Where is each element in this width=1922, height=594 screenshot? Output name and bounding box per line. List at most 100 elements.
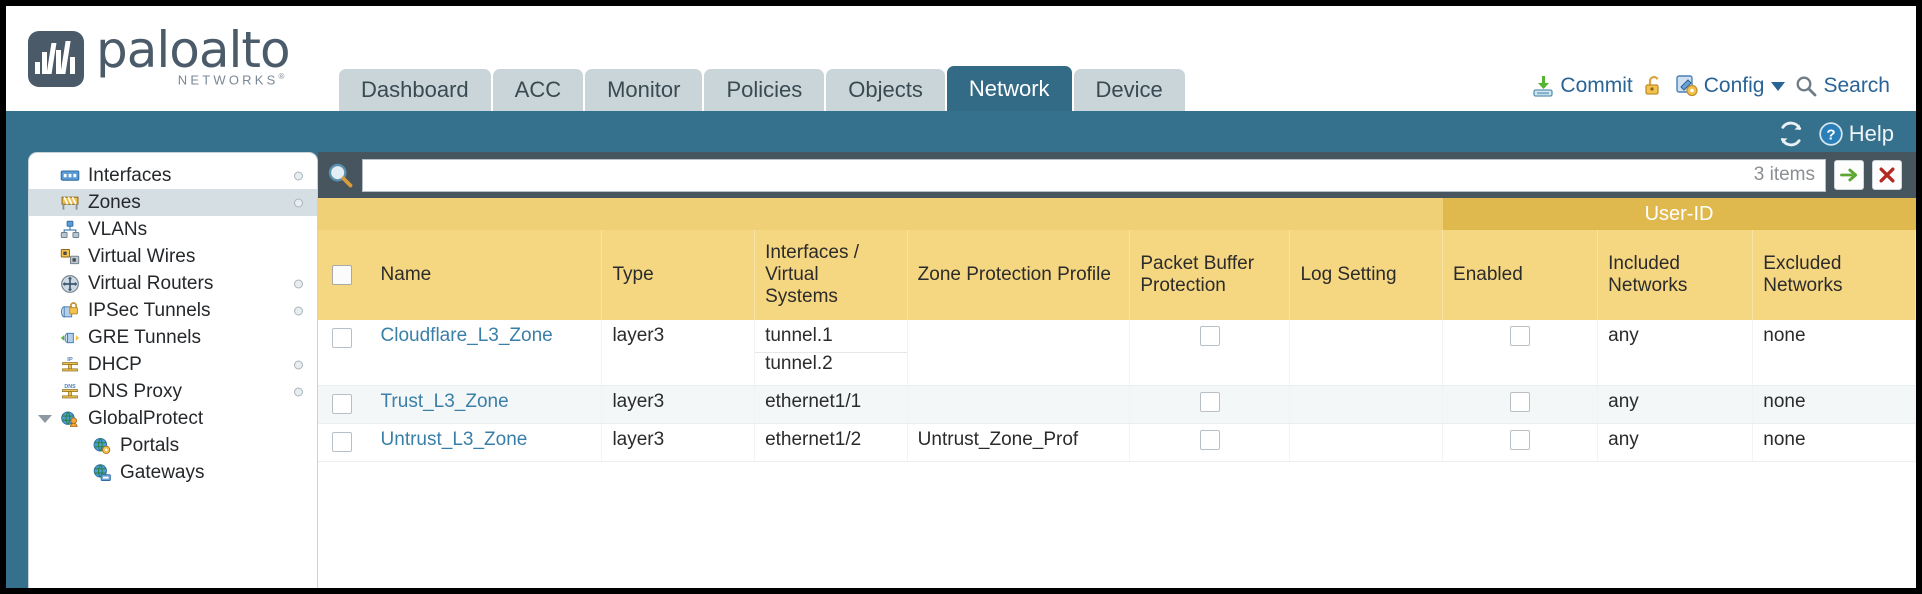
packet-buffer-checkbox[interactable] [1199,391,1220,412]
row-select-checkbox[interactable] [332,431,352,452]
sidebar-item-label: GRE Tunnels [88,327,201,348]
column-header-type[interactable]: Type [601,230,756,320]
cell-log-setting [1289,423,1444,462]
column-header-packet-buffer[interactable]: Packet Buffer Protection [1129,230,1291,320]
apply-filter-button[interactable] [1834,160,1864,190]
brand-name: paloalto [96,21,291,79]
cell-type: layer3 [601,320,756,386]
commit-label: Commit [1560,74,1633,97]
cell-zone-protection [907,320,1131,386]
user-id-enabled-checkbox[interactable] [1510,391,1531,412]
cell-type: layer3 [601,423,756,462]
table-row[interactable]: Trust_L3_Zone layer3 ethernet1/1 [318,385,1916,424]
cell-interfaces: ethernet1/2 [754,423,908,462]
unlock-icon[interactable] [1642,74,1666,98]
table-row[interactable]: Untrust_L3_Zone layer3 ethernet1/2 Untru… [318,423,1916,462]
gre-tunnels-icon [60,332,80,343]
user-id-enabled-checkbox[interactable] [1510,429,1531,450]
magnifier-icon[interactable] [326,161,354,189]
tab-network[interactable]: Network [946,66,1072,111]
user-id-enabled-checkbox[interactable] [1510,325,1531,346]
help-label: Help [1848,121,1894,146]
sidebar-item-label: Virtual Wires [88,246,196,267]
sidebar-item-vlans[interactable]: VLANs [29,216,317,243]
tab-device[interactable]: Device [1073,69,1185,111]
sidebar-item-label: GlobalProtect [88,408,204,429]
sidebar-item-gre-tunnels[interactable]: GRE Tunnels [29,324,317,351]
packet-buffer-checkbox[interactable] [1199,429,1220,450]
sidebar-item-dns-proxy[interactable]: DNS DNS Proxy [29,378,317,405]
zone-name-link[interactable]: Untrust_L3_Zone [380,429,528,450]
paloalto-logo-mark-icon [28,31,84,88]
row-select-cell [318,385,371,424]
search-input[interactable] [373,164,1744,186]
virtual-wires-icon [60,248,80,264]
search-button[interactable]: Search [1794,74,1890,98]
content-panel: 3 items [318,152,1916,588]
svg-text:?: ? [1826,127,1835,144]
sidebar-status-dot [294,306,303,315]
tab-objects[interactable]: Objects [826,69,945,111]
config-dropdown[interactable]: Config [1675,74,1786,98]
sidebar-item-label: DHCP [88,354,142,375]
cell-interfaces: ethernet1/1 [754,385,908,424]
clear-filter-button[interactable] [1872,160,1902,190]
column-header-included[interactable]: Included Networks [1597,230,1754,320]
sidebar-item-virtual-routers[interactable]: Virtual Routers [29,270,317,297]
sidebar-item-label: Interfaces [88,165,172,186]
sidebar-item-label: Portals [120,435,180,456]
cell-packet-buffer [1129,385,1291,424]
item-count-label: 3 items [1753,164,1815,185]
column-header-excluded[interactable]: Excluded Networks [1752,230,1916,320]
row-select-cell [318,320,371,386]
commit-button[interactable]: Commit [1531,74,1633,98]
dns-proxy-icon: DNS [62,384,78,398]
column-header-name[interactable]: Name [370,230,603,320]
tab-monitor[interactable]: Monitor [585,69,703,111]
help-button[interactable]: ? Help [1818,121,1894,147]
sidebar-item-virtual-wires[interactable]: Virtual Wires [29,243,317,270]
cell-included-networks: any [1597,385,1754,424]
cell-user-id-enabled [1442,385,1599,424]
zone-name-link[interactable]: Trust_L3_Zone [380,391,509,412]
sidebar-item-zones[interactable]: Zones [29,189,317,216]
zones-table-wrapper: User-ID Name Type Interfaces / Virtual S… [318,198,1916,588]
tab-dashboard[interactable]: Dashboard [339,69,491,111]
tab-policies[interactable]: Policies [704,69,825,111]
column-header-interfaces[interactable]: Interfaces / Virtual Systems [754,230,908,320]
sub-header-actions: ? Help [1778,121,1894,147]
interface-entry: tunnel.1 [755,320,907,353]
sidebar-item-dhcp[interactable]: IP DHCP [29,351,317,378]
sidebar-item-gateways[interactable]: Gateways [29,459,317,486]
green-arrow-icon [1840,168,1858,182]
sidebar-item-label: DNS Proxy [88,381,182,402]
chevron-down-icon[interactable] [38,414,52,423]
table-row[interactable]: Cloudflare_L3_Zone layer3 tunnel.1 tunne… [318,320,1916,386]
sidebar-item-interfaces[interactable]: Interfaces [29,162,317,189]
column-header-zone-protection[interactable]: Zone Protection Profile [907,230,1131,320]
cell-name: Trust_L3_Zone [370,385,603,424]
column-header-log-setting[interactable]: Log Setting [1289,230,1444,320]
cell-type: layer3 [601,385,756,424]
cell-user-id-enabled [1442,320,1599,386]
sidebar-item-label: VLANs [88,219,148,240]
row-select-checkbox[interactable] [332,327,352,348]
sidebar-item-label: Gateways [120,462,205,483]
sidebar-item-globalprotect[interactable]: GlobalProtect [29,405,317,432]
paloalto-logo: paloalto NETWORKS® [28,21,291,88]
sidebar-item-portals[interactable]: Portals [29,432,317,459]
sidebar-item-ipsec-tunnels[interactable]: IPSec Tunnels [29,297,317,324]
globalprotect-icon [61,410,78,427]
interface-entry: ethernet1/2 [765,429,862,450]
cell-excluded-networks: none [1752,385,1916,424]
sidebar-item-label: Virtual Routers [88,273,214,294]
search-field-wrapper[interactable]: 3 items [362,158,1826,192]
packet-buffer-checkbox[interactable] [1199,325,1220,346]
sidebar-status-dot [294,198,303,207]
row-select-checkbox[interactable] [332,393,352,414]
tab-acc[interactable]: ACC [492,69,584,111]
select-all-checkbox[interactable] [332,264,352,285]
column-header-enabled[interactable]: Enabled [1442,230,1599,320]
zone-name-link[interactable]: Cloudflare_L3_Zone [380,325,553,346]
refresh-icon[interactable] [1778,121,1804,147]
